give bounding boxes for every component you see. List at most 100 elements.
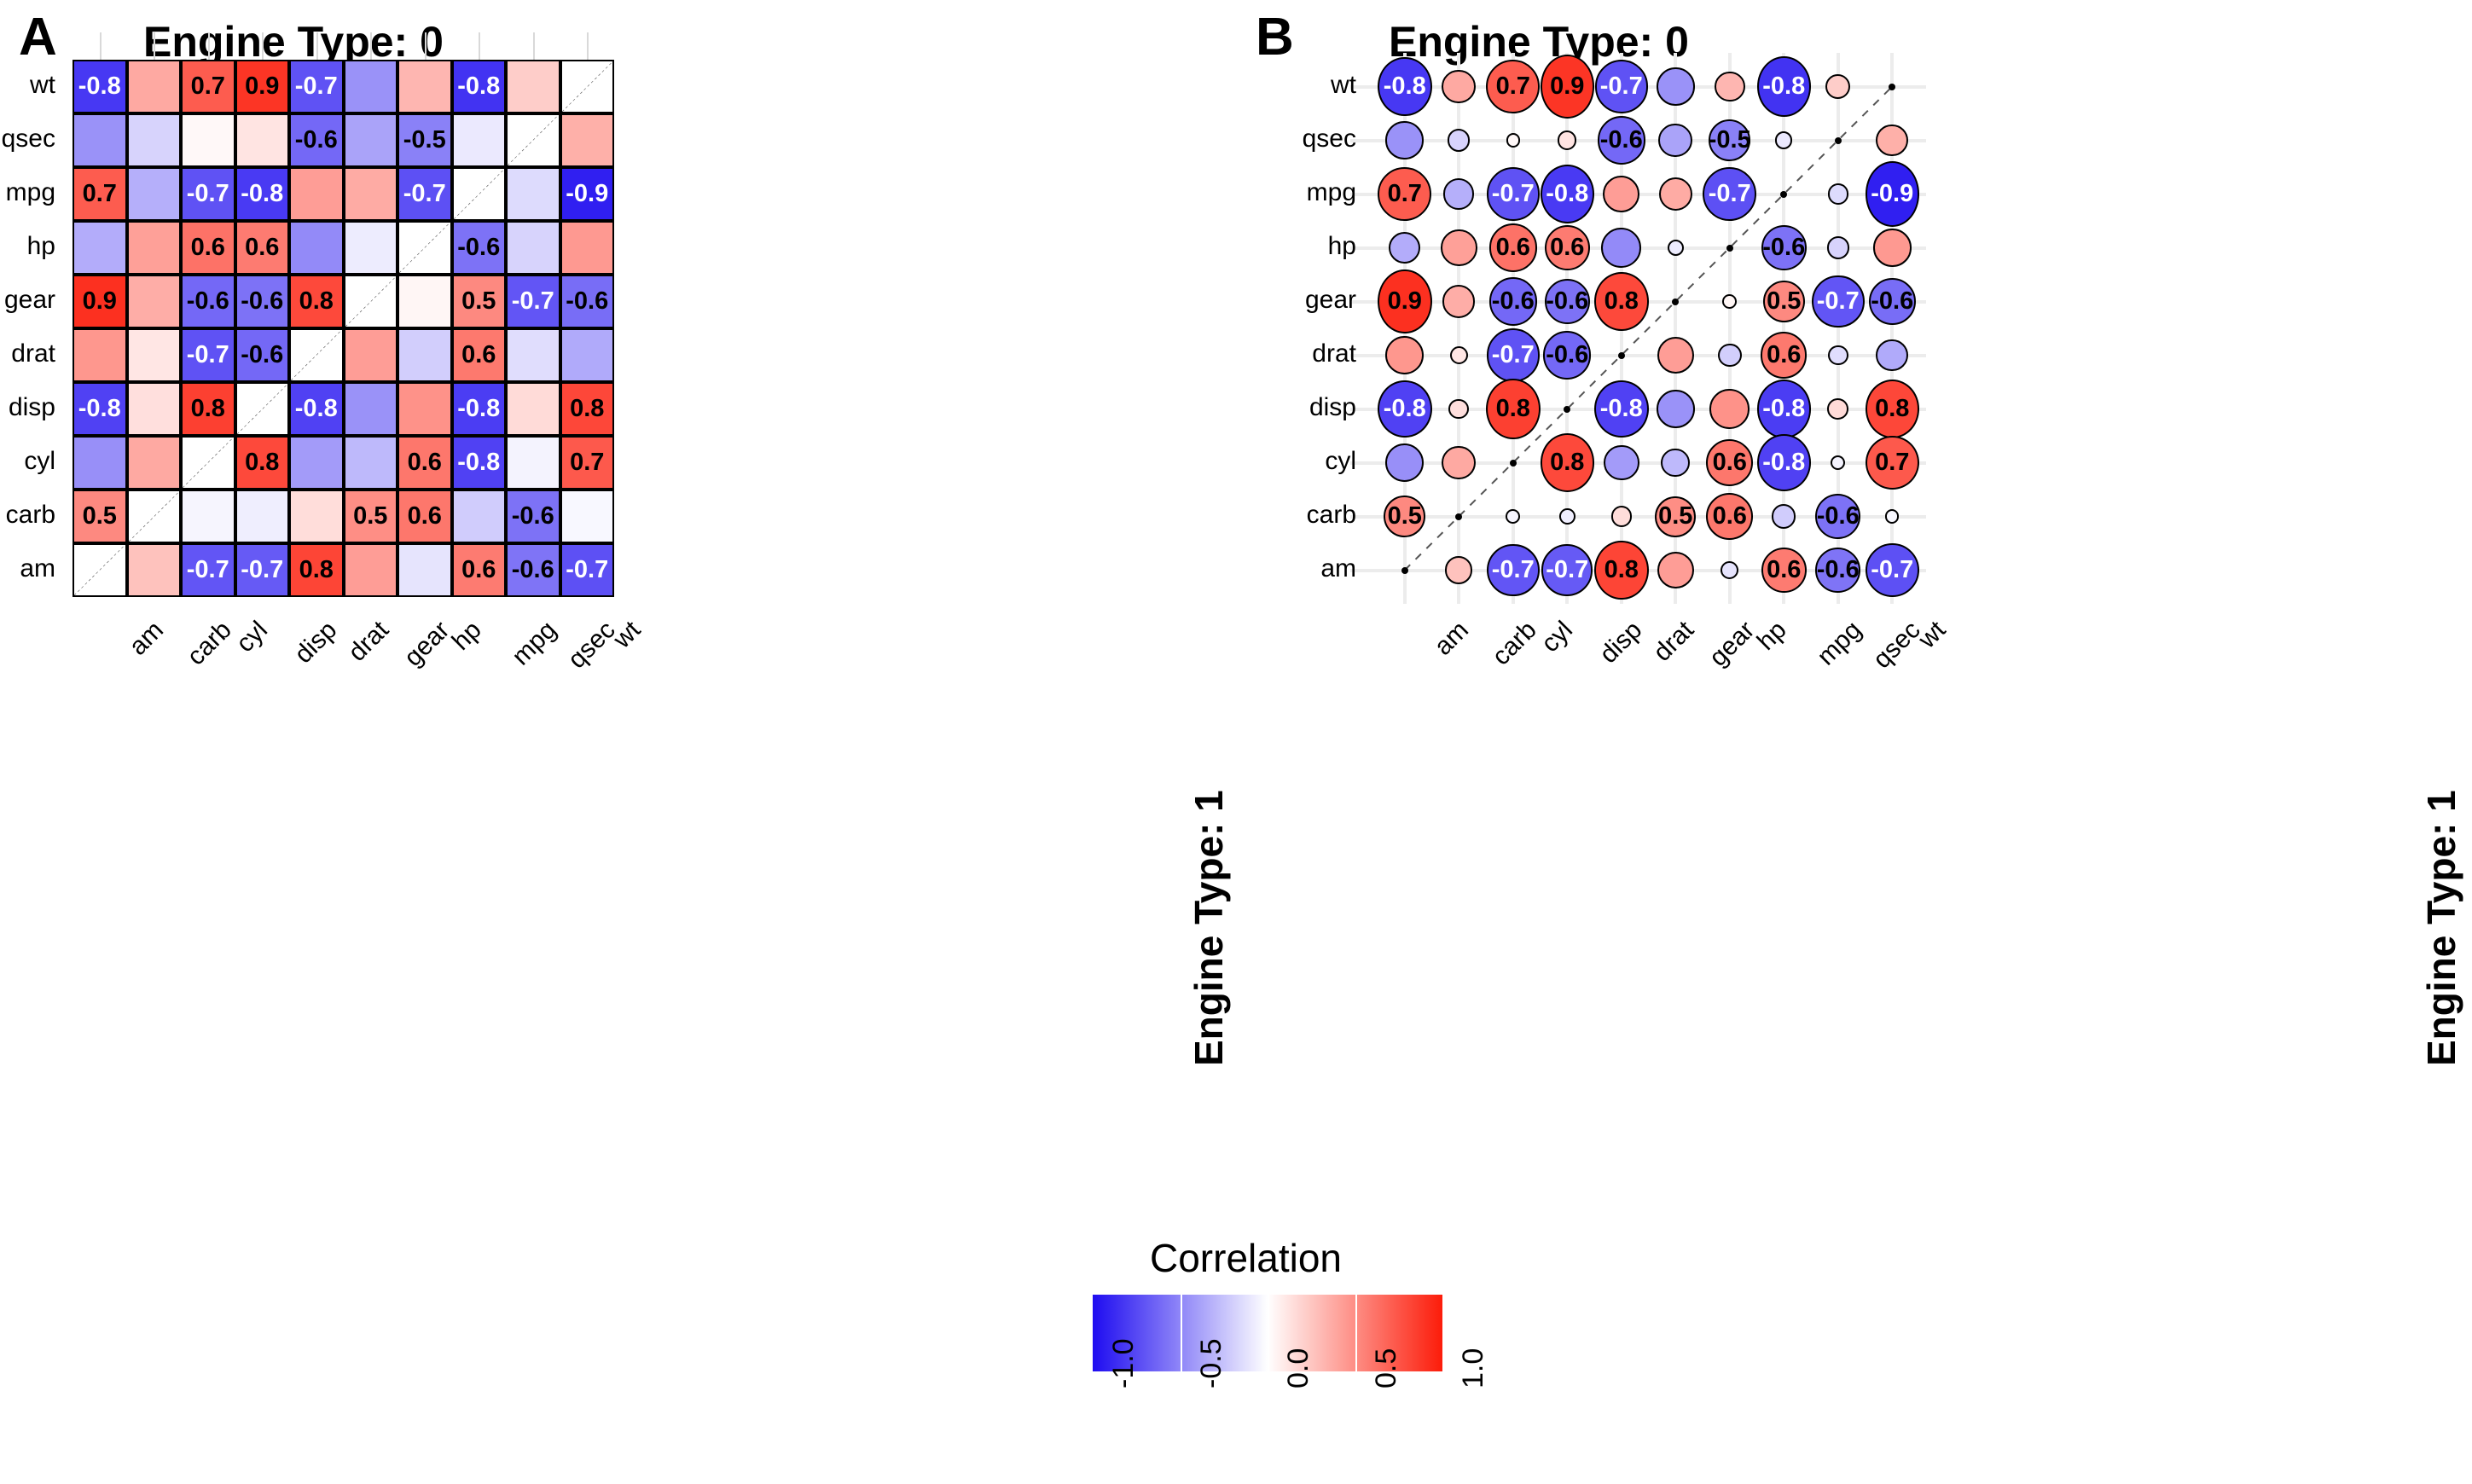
heatmap-cell [126,382,181,436]
heatmap-cell [397,543,452,597]
bubble-value: 0.5 [1767,287,1802,315]
cell-value: -0.8 [457,72,501,100]
column-label: wt [608,616,647,654]
correlation-bubble: 0.6 [1706,439,1754,486]
cell-value: -0.7 [294,72,338,100]
correlation-bubble: -0.8 [1540,164,1594,224]
row-label: hp [26,231,55,260]
bubble-value: -0.8 [1762,395,1806,422]
cell-value: 0.8 [299,287,334,315]
heatmap-cell: 0.6 [181,221,235,275]
axis-tick [99,32,102,60]
correlation-bubble: 0.8 [1540,433,1594,492]
bubble-cell: 0.8 [1594,540,1649,600]
bubble-cell [1703,382,1757,436]
bubble-cell [1811,113,1866,167]
heatmap-cell: 0.8 [289,275,344,328]
bubble-cell: -0.7 [1865,543,1920,597]
column-label: carb [1487,616,1542,671]
heatmap-cell [506,328,560,382]
heatmap-cell [560,221,614,275]
correlation-bubble [1385,335,1425,375]
row-label: cyl [1325,446,1356,475]
bubble-cell: 0.8 [1594,272,1649,331]
cell-value: -0.7 [403,180,446,207]
correlation-bubble [1722,294,1738,309]
bubble-cell [1811,328,1866,382]
bubble-cell: 0.8 [1486,378,1541,440]
cell-value: -0.6 [241,287,284,315]
correlation-bubble: 0.6 [1761,332,1808,379]
heatmap-cell [235,113,289,167]
correlation-bubble: -0.6 [1543,331,1592,380]
bubble-value: -0.8 [1383,395,1426,422]
correlation-bubble: -0.6 [1868,278,1916,325]
heatmap-cell: 0.5 [451,275,506,328]
cell-value: 0.9 [82,287,117,315]
bubble-value: -0.6 [1599,126,1643,154]
row-label: drat [11,339,55,368]
heatmap-cell [397,60,452,113]
cell-value: -0.9 [566,180,609,207]
bubble-value: 0.8 [1875,395,1910,422]
bubble-cell [1811,382,1866,436]
bubble-cell: 0.7 [1865,435,1919,490]
column-label: qsec [1867,616,1926,675]
bubble-cell: -0.7 [1486,167,1541,221]
cell-value: 0.6 [461,341,496,368]
correlation-bubble: 0.8 [1594,272,1649,331]
heatmap-cell: -0.7 [506,275,560,328]
heatmap-cell: 0.9 [235,60,289,113]
heatmap-cell [289,167,344,221]
heatmap-cell [126,490,181,543]
diagonal-point [1726,244,1733,252]
correlation-bubble [1658,123,1693,158]
bubble-cell: -0.7 [1703,167,1757,221]
cell-value: 0.8 [190,395,225,422]
heatmap-cell [451,167,506,221]
correlation-bubble [1448,129,1471,152]
cell-value: -0.6 [186,287,229,315]
bubble-cell [1757,113,1812,167]
bubble-value: -0.7 [1491,340,1535,368]
heatmap-cell: -0.8 [73,382,127,436]
correlation-bubble: 0.8 [1594,540,1649,600]
correlation-bubble [1449,345,1468,365]
colorbar-tick-label: 0.5 [1369,1348,1402,1388]
column-label: mpg [1812,616,1867,671]
heatmap-cell [181,490,235,543]
bubble-value: 0.6 [1767,556,1802,583]
bubble-cell: -0.7 [1594,60,1649,113]
cell-value: -0.6 [566,287,609,315]
cell-value: 0.6 [407,449,442,476]
heatmap-cell: -0.6 [560,275,614,328]
heatmap-cell: -0.7 [181,328,235,382]
bubble-cell [1649,543,1703,597]
diagonal-point [1834,136,1842,144]
correlation-bubble: 0.5 [1655,496,1697,537]
bubble-cell: 0.5 [1757,275,1812,328]
correlation-bubble: -0.7 [1541,544,1593,596]
correlation-bubble [1603,175,1640,213]
correlation-bubble: 0.6 [1544,224,1590,271]
bubble-value: 0.8 [1495,395,1530,422]
column-label: drat [1647,616,1699,667]
correlation-bubble [1440,229,1477,266]
bubble-cell: 0.6 [1757,328,1812,382]
heatmap-cell: 0.7 [181,60,235,113]
heatmap-cell [235,490,289,543]
axis-tick [479,32,481,60]
bubble-cell [1703,275,1757,328]
correlation-bubble: -0.8 [1378,56,1432,117]
correlation-bubble: -0.7 [1486,328,1540,382]
correlation-bubble [1445,556,1473,584]
diagonal-point [1617,351,1625,359]
bubble-cell [1594,328,1649,382]
diagonal-point [1564,405,1571,413]
axis-tick [207,32,210,60]
heatmap-cell: -0.7 [289,60,344,113]
correlation-bubble [1876,339,1909,372]
row-label: disp [8,392,55,421]
correlation-bubble [1448,398,1469,420]
heatmap-cell: -0.8 [289,382,344,436]
